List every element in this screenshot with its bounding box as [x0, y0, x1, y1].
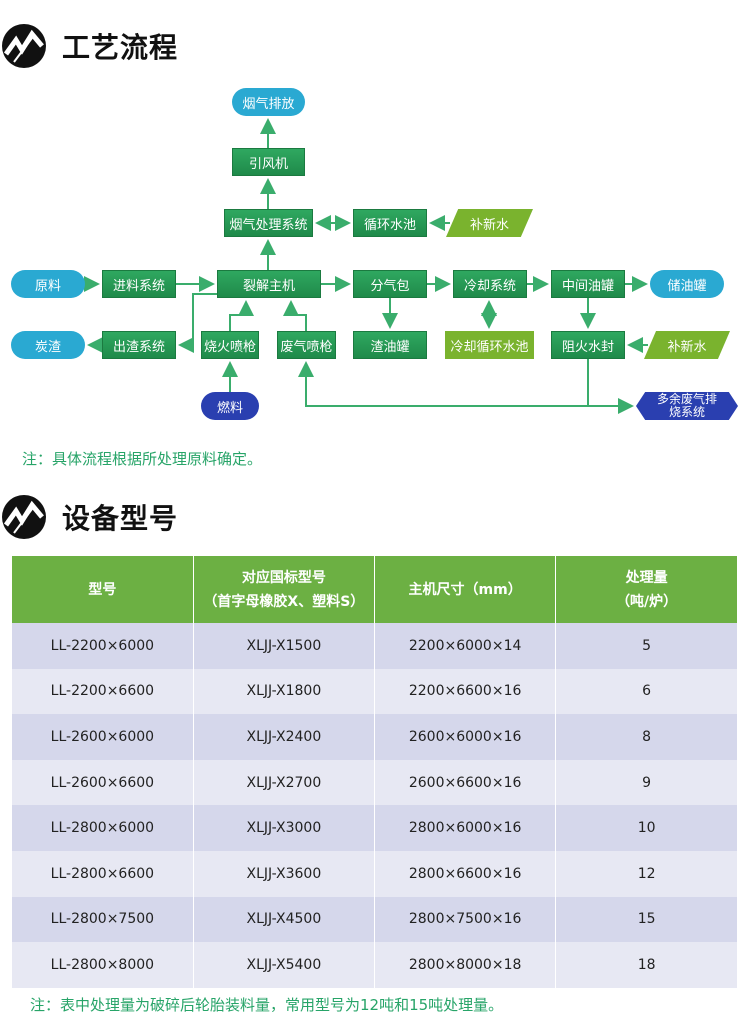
node-gas-separator: 分气包 — [353, 270, 427, 298]
table-cell: 12 — [555, 850, 737, 897]
table-cell: LL-2200×6000 — [12, 623, 194, 669]
section-title: 设备型号 — [62, 502, 179, 535]
column-header-line: 处理量 — [625, 569, 668, 586]
node-make-up-water-top: 补新水 — [446, 209, 533, 237]
table-header-row: 型号 对应国标型号 （首字母橡胶X、塑料S） 主机尺寸（mm） 处理量 （吨/炉） — [12, 556, 737, 623]
column-header: 型号 — [12, 556, 194, 623]
table-cell: 2800×6600×16 — [374, 850, 557, 897]
model-table: 型号 对应国标型号 （首字母橡胶X、塑料S） 主机尺寸（mm） 处理量 （吨/炉） LL-… — [12, 556, 737, 988]
table-cell: LL-2800×8000 — [12, 942, 194, 988]
column-header-line: 主机尺寸（mm） — [408, 581, 522, 598]
column-header-line: 型号 — [88, 581, 117, 598]
table-cell: 2600×6600×16 — [374, 759, 557, 806]
node-residue-oil-tank: 渣油罐 — [353, 331, 427, 359]
node-make-up-water-right: 补新水 — [644, 331, 730, 359]
table-cell: 5 — [555, 623, 737, 669]
column-header: 处理量 （吨/炉） — [555, 556, 737, 623]
column-header: 对应国标型号 （首字母橡胶X、塑料S） — [193, 556, 376, 623]
table-cell: XLJJ-X3600 — [193, 850, 376, 897]
brand-logo-icon — [2, 24, 46, 68]
table-cell: 10 — [555, 805, 737, 851]
column-header: 主机尺寸（mm） — [374, 556, 557, 623]
table-cell: 8 — [555, 714, 737, 760]
process-flowchart: 烟气排放 引风机 烟气处理系统 循环水池 补新水 原料 进料系统 裂解主机 分气… — [0, 0, 750, 440]
node-waste-gas-burner: 废气喷枪 — [277, 331, 336, 359]
table-cell: XLJJ-X1800 — [193, 668, 376, 715]
table-note: 注：表中处理量为破碎后轮胎装料量，常用型号为12吨和15吨处理量。 — [30, 996, 504, 1014]
node-raw-material: 原料 — [11, 270, 85, 298]
table-cell: 2800×8000×18 — [374, 942, 557, 988]
section-header-process: 工艺流程 — [2, 24, 178, 68]
table-cell: XLJJ-X2400 — [193, 714, 376, 760]
table-cell: LL-2800×7500 — [12, 896, 194, 943]
node-feed-system: 进料系统 — [102, 270, 176, 298]
table-cell: 9 — [555, 759, 737, 806]
table-cell: 2200×6000×14 — [374, 623, 557, 669]
table-cell: 15 — [555, 896, 737, 943]
node-slag-system: 出渣系统 — [102, 331, 176, 359]
table-cell: 2200×6600×16 — [374, 668, 557, 715]
table-cell: 18 — [555, 942, 737, 988]
node-flame-arrester: 阻火水封 — [551, 331, 625, 359]
node-carbon-residue: 炭渣 — [11, 331, 85, 359]
node-excess-gas-burn: 多余废气排 烧系统 — [636, 392, 738, 420]
node-induced-fan: 引风机 — [232, 148, 305, 176]
node-fuel: 燃料 — [201, 392, 259, 420]
table-cell: LL-2600×6600 — [12, 759, 194, 806]
node-intermediate-tank: 中间油罐 — [551, 270, 625, 298]
column-header-line: （吨/炉） — [616, 593, 678, 610]
column-header-line: （首字母橡胶X、塑料S） — [203, 593, 365, 610]
node-burner: 烧火喷枪 — [201, 331, 259, 359]
process-note: 注：具体流程根据所处理原料确定。 — [22, 450, 263, 468]
node-cooling-pool: 冷却循环水池 — [445, 331, 534, 359]
node-excess-gas-line2: 烧系统 — [668, 405, 705, 419]
table-cell: XLJJ-X1500 — [193, 623, 376, 669]
table-cell: 2600×6000×16 — [374, 714, 557, 760]
table-cell: LL-2200×6600 — [12, 668, 194, 715]
table-cell: XLJJ-X3000 — [193, 805, 376, 851]
brand-logo-icon — [2, 495, 46, 539]
table-cell: 6 — [555, 668, 737, 715]
table-cell: 2800×6000×16 — [374, 805, 557, 851]
table-cell: 2800×7500×16 — [374, 896, 557, 943]
section-title: 工艺流程 — [62, 31, 179, 64]
node-cooling-system: 冷却系统 — [453, 270, 527, 298]
table-cell: LL-2800×6600 — [12, 850, 194, 897]
table-cell: XLJJ-X2700 — [193, 759, 376, 806]
section-header-models: 设备型号 — [2, 495, 178, 539]
node-smoke-exhaust: 烟气排放 — [232, 88, 305, 116]
flow-arrows — [84, 118, 648, 414]
node-excess-gas-line1: 多余废气排 — [656, 392, 717, 406]
table-cell: XLJJ-X5400 — [193, 942, 376, 988]
node-oil-storage-tank: 储油罐 — [650, 270, 724, 298]
table-cell: LL-2800×6000 — [12, 805, 194, 851]
node-pyrolysis-main: 裂解主机 — [217, 270, 321, 298]
table-cell: XLJJ-X4500 — [193, 896, 376, 943]
table-cell: LL-2600×6000 — [12, 714, 194, 760]
node-circulating-pool: 循环水池 — [353, 209, 427, 237]
node-flue-gas-treatment: 烟气处理系统 — [224, 209, 313, 237]
column-header-line: 对应国标型号 — [241, 569, 326, 586]
